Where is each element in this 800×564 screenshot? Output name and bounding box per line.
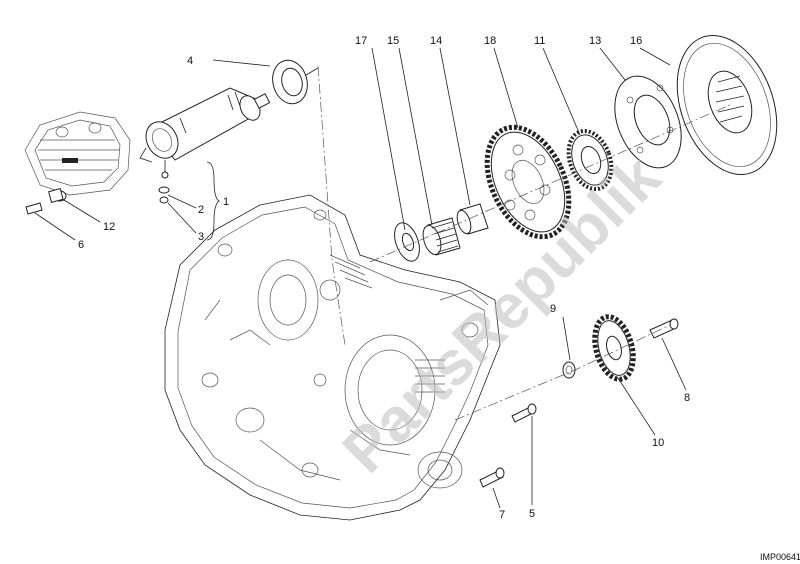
- washer-nut-parts: [158, 186, 170, 204]
- bushing: [456, 203, 489, 235]
- callout-8: 8: [684, 392, 690, 404]
- lower-nut: [562, 361, 576, 379]
- drawing-code: IMP00641: [760, 552, 800, 562]
- callout-15: 15: [387, 35, 399, 47]
- callout-5: 5: [529, 508, 535, 520]
- callout-4: 4: [187, 55, 193, 67]
- callout-13: 13: [589, 35, 601, 47]
- clutch-gear: [566, 128, 614, 192]
- gear-pin: [649, 318, 679, 339]
- leader-lines: [34, 47, 687, 509]
- callout-12: 12: [103, 221, 115, 233]
- callout-3: 3: [198, 231, 204, 243]
- callout-11: 11: [534, 35, 545, 47]
- callout-10: 10: [652, 437, 664, 449]
- callout-6: 6: [78, 239, 84, 251]
- crankcase-outline: [164, 194, 501, 521]
- callout-17: 17: [355, 35, 367, 47]
- callout-7: 7: [499, 509, 505, 521]
- callout-1: 1: [223, 196, 229, 208]
- callout-2: 2: [198, 204, 204, 216]
- callout-16: 16: [630, 35, 642, 47]
- lower-gear: [592, 314, 636, 382]
- starter-motor: [139, 87, 271, 179]
- bolt-upper: [511, 403, 537, 423]
- callout-18: 18: [484, 35, 496, 47]
- callout-9: 9: [550, 303, 556, 315]
- clutch-flange-ring: [614, 75, 682, 169]
- idler-gear: [484, 124, 572, 240]
- starter-flange-seal: [272, 59, 319, 105]
- cylinder-head-outline: [24, 111, 131, 196]
- screw-spacer-parts: [25, 188, 67, 215]
- callout-14: 14: [430, 35, 442, 47]
- thrust-washer: [394, 222, 420, 262]
- bolt-lower: [479, 467, 505, 488]
- flywheel: [676, 35, 778, 175]
